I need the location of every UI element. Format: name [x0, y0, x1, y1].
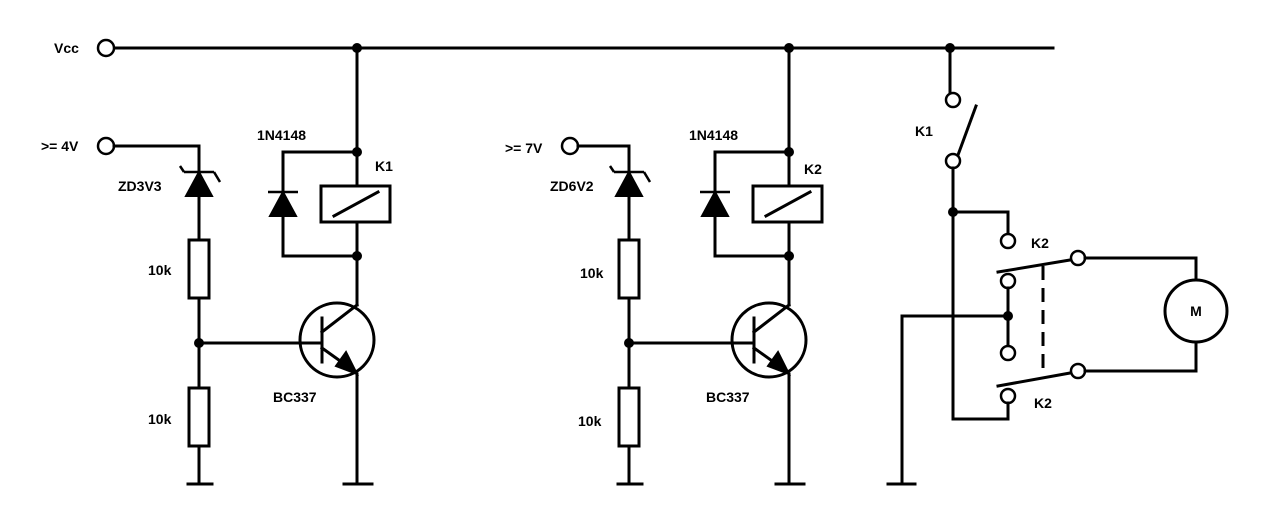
transistor-2 — [730, 301, 808, 379]
resistor-2-top — [617, 238, 641, 300]
k2-lower-contact-a — [999, 344, 1017, 362]
vcc-label: Vcc — [54, 40, 79, 56]
stage-1: >= 4V ZD3V3 10k 10k BC337 — [41, 46, 393, 486]
relay-2-label: K2 — [804, 161, 822, 177]
resistor-2-bottom — [617, 386, 641, 448]
input-2-label: >= 7V — [505, 140, 543, 156]
diode-2-label: 1N4148 — [689, 127, 738, 143]
transistor-1-label: BC337 — [273, 389, 317, 405]
zener-1-label: ZD3V3 — [118, 178, 162, 194]
input-1-label: >= 4V — [41, 138, 79, 154]
k2-lower-blade — [996, 371, 1072, 388]
k2-upper-common — [999, 272, 1017, 290]
resistor-1-top — [187, 238, 211, 300]
input-2-terminal — [560, 136, 580, 156]
diode-1-label: 1N4148 — [257, 127, 306, 143]
relay-coil-1 — [319, 184, 392, 224]
motor-label: M — [1190, 303, 1202, 319]
switch-k1-label: K1 — [915, 123, 933, 139]
k2-upper-contact-b — [1069, 249, 1087, 267]
vcc-rail: Vcc — [54, 38, 1055, 58]
k2-upper-contact-a — [999, 232, 1017, 250]
switch-k2-bottom-label: K2 — [1034, 395, 1052, 411]
relay-coil-2 — [751, 184, 824, 224]
vcc-terminal — [96, 38, 116, 58]
resistor-2-top-label: 10k — [580, 265, 604, 281]
k2-upper-blade — [996, 258, 1072, 274]
flyback-diode-1 — [268, 189, 298, 217]
k1-contact-top — [944, 91, 962, 109]
motor: M — [1163, 278, 1229, 344]
k2-lower-common — [999, 387, 1017, 405]
resistor-1-top-label: 10k — [148, 262, 172, 278]
flyback-diode-2 — [700, 189, 730, 217]
k1-switch-blade — [956, 104, 978, 157]
k2-lower-contact-b — [1069, 362, 1087, 380]
resistor-2-bottom-label: 10k — [578, 413, 602, 429]
switch-k2-top-label: K2 — [1031, 235, 1049, 251]
transistor-1 — [298, 301, 376, 379]
stage-2: >= 7V ZD6V2 10k 10k BC337 — [505, 46, 824, 486]
transistor-2-label: BC337 — [706, 389, 750, 405]
switching-section: K1 K2 K2 M — [886, 46, 1229, 486]
resistor-1-bottom — [187, 386, 211, 448]
input-1-terminal — [96, 136, 116, 156]
zener-2-label: ZD6V2 — [550, 178, 594, 194]
resistor-1-bottom-label: 10k — [148, 411, 172, 427]
relay-1-label: K1 — [375, 158, 393, 174]
